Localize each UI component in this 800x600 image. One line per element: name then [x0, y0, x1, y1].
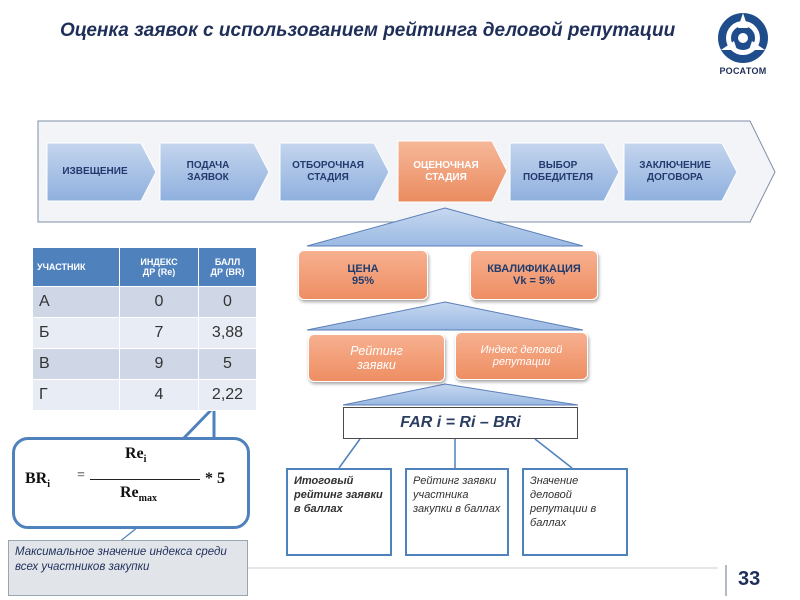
- max-value-note: Максимальное значение индекса среди всех…: [8, 540, 248, 596]
- note-total-rating: Итоговый рейтинг заявки в баллах: [286, 468, 392, 556]
- step-label-notice: ИЗВЕЩЕНИЕ: [62, 166, 128, 177]
- cell-index: 0: [119, 286, 199, 318]
- funnel-bottom: [342, 383, 579, 406]
- connector-reputation: [534, 438, 573, 469]
- br-formula-bubble: BRi = Rei Remax * 5: [12, 437, 250, 529]
- br-denominator: Remax: [120, 484, 157, 505]
- table-row: Г 4 2,22: [32, 379, 257, 411]
- connector-total: [338, 438, 361, 469]
- cell-index: 4: [119, 379, 199, 411]
- step-shape-evaluation: [397, 140, 508, 203]
- note-reputation-value: Значение деловой репутации в баллах: [522, 468, 628, 556]
- slide-title: Оценка заявок с использованием рейтинга …: [60, 20, 676, 41]
- cell-participant: Г: [32, 379, 120, 411]
- br-lhs: BRi: [25, 470, 51, 491]
- cell-index: 9: [119, 348, 199, 380]
- br-eq: =: [77, 468, 85, 483]
- far-formula: FAR i = Ri – BRi: [343, 407, 578, 439]
- br-numerator: Rei: [125, 445, 147, 466]
- br-multiplier: * 5: [205, 470, 225, 487]
- bubble-tail: [180, 405, 216, 442]
- cell-participant: А: [32, 286, 120, 318]
- step-shape-winner: [509, 142, 620, 202]
- cell-score: 3,88: [198, 317, 257, 349]
- cell-index: 7: [119, 317, 199, 349]
- table-row: А 0 0: [32, 286, 257, 318]
- cell-score: 0: [198, 286, 257, 318]
- step-shape-notice: [46, 142, 157, 202]
- fraction-line: [90, 479, 200, 480]
- table-row: В 9 5: [32, 348, 257, 380]
- funnel-middle: [306, 301, 584, 331]
- funnel-top: [306, 207, 584, 247]
- cell-participant: В: [32, 348, 120, 380]
- step-shape-contract: [623, 142, 738, 202]
- header-participant: УЧАСТНИК: [32, 247, 120, 287]
- logo-text: РОСАТОМ: [719, 66, 767, 76]
- page-number: 33: [738, 568, 761, 590]
- cell-participant: Б: [32, 317, 120, 349]
- note-participant-rating: Рейтинг заявки участника закупки в балла…: [405, 468, 509, 556]
- atom-icon: [718, 13, 768, 63]
- table-row: Б 7 3,88: [32, 317, 257, 349]
- rosatom-logo: РОСАТОМ: [712, 10, 774, 82]
- cell-score: 2,22: [198, 379, 257, 411]
- step-shape-selection: [279, 142, 390, 202]
- cell-score: 5: [198, 348, 257, 380]
- step-shape-submission: [159, 142, 270, 202]
